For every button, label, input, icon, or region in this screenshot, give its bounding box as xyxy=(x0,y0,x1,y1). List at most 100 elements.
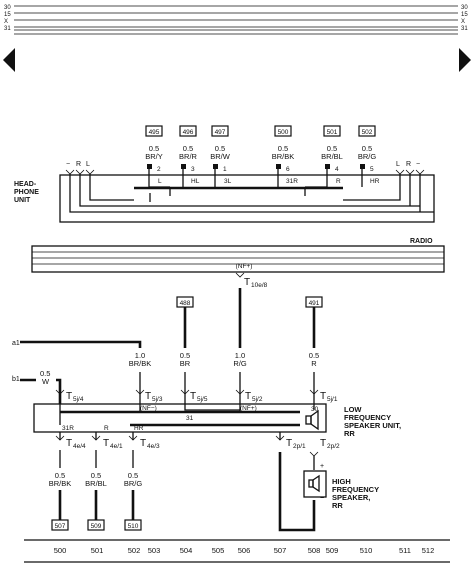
wire-color: BR/BL xyxy=(321,152,343,161)
headphone-pins xyxy=(147,164,365,169)
bus-label-r-31: 31 xyxy=(461,26,468,32)
wire-size: 0.5 xyxy=(215,144,225,153)
jack-pin-label: L xyxy=(86,161,90,168)
ref-497: 497 xyxy=(215,129,226,136)
headphone-unit-label: HEAD- xyxy=(14,181,37,188)
connector-main: T xyxy=(145,391,151,402)
wire-color: BR/R xyxy=(179,152,198,161)
wire-color: BR/BK xyxy=(272,152,295,161)
speaker-icon xyxy=(305,409,319,431)
radio-connector-nf-label: (NF+) xyxy=(236,263,253,270)
ref-507: 507 xyxy=(55,523,66,530)
connector-sub: 10e/8 xyxy=(251,282,268,289)
unit-label: RR xyxy=(332,501,343,510)
connector-sub: 5j/3 xyxy=(152,396,163,403)
polarity-plus: + xyxy=(320,463,324,470)
wire-color: W xyxy=(42,377,50,386)
wire-size: 1.0 xyxy=(135,351,145,360)
pin-number: 4 xyxy=(335,166,339,173)
footer-number: 507 xyxy=(274,546,287,555)
side-label-b1: b1 xyxy=(12,376,20,383)
connector-sub: 4e/1 xyxy=(110,443,123,450)
bus-label-l-x: X xyxy=(4,19,8,25)
pin-number: 3 xyxy=(191,166,195,173)
connector-sub: 4e/3 xyxy=(147,443,160,450)
signal-label: 3L xyxy=(224,178,232,185)
connector-sub: 2p/1 xyxy=(293,443,306,450)
headphone-unit-label: PHONE xyxy=(14,189,39,196)
bus-label-r-x: X xyxy=(461,19,465,25)
bus-label-l-31: 31 xyxy=(4,26,11,32)
headphone-unit-box xyxy=(59,174,435,223)
wire-size: 0.5 xyxy=(309,351,319,360)
wire-color: BR/BK xyxy=(49,479,72,488)
mid-wiring: a1 1.0 BR/BK 488 0.5 BR 1.0 R/G 491 0.5 … xyxy=(12,288,323,404)
bottom-connectors: T 4e/4 T 4e/1 T 4e/3 xyxy=(55,435,160,450)
footer-number: 505 xyxy=(212,546,225,555)
ref-496: 496 xyxy=(183,129,194,136)
footer-number: 510 xyxy=(360,546,373,555)
bus-label-r-30: 30 xyxy=(461,5,468,11)
wire-color: BR/G xyxy=(124,479,143,488)
internal-label: (NF−) xyxy=(140,405,157,412)
radio-label: RADIO xyxy=(410,238,433,245)
wire-size: 0.5 xyxy=(327,144,337,153)
unit-label: SPEAKER, xyxy=(332,493,370,502)
wire-color: BR/Y xyxy=(145,152,163,161)
wire-color: R/G xyxy=(233,359,247,368)
side-label-a1: a1 xyxy=(12,340,20,347)
internal-label: 31 xyxy=(186,415,194,422)
wire-size: 0.5 xyxy=(278,144,288,153)
footer-number: 504 xyxy=(180,546,193,555)
footer-number: 508 xyxy=(308,546,321,555)
wire-size: 0.5 xyxy=(183,144,193,153)
pin-number: 5 xyxy=(370,166,374,173)
wire-color: BR/BK xyxy=(129,359,152,368)
ref-495: 495 xyxy=(149,129,160,136)
connector-sub: 5j/5 xyxy=(197,396,208,403)
jack-pin-label: R xyxy=(76,161,81,168)
unit-label: RR xyxy=(344,429,355,438)
signal-label: HR xyxy=(370,178,380,185)
headphone-wire-refs: 495 496 497 500 501 502 xyxy=(145,125,376,137)
triangle-left-icon[interactable] xyxy=(3,48,15,72)
connector-sub: 5j/2 xyxy=(252,396,263,403)
wire-color: R xyxy=(311,359,317,368)
ref-500: 500 xyxy=(278,129,289,136)
wire-size: 0.5 xyxy=(55,471,65,480)
wire-size: 0.5 xyxy=(362,144,372,153)
connector-sub: 5j/4 xyxy=(73,396,84,403)
unit-label: LOW xyxy=(344,405,362,414)
ref-501: 501 xyxy=(327,129,338,136)
internal-label: HR xyxy=(134,425,144,432)
triangle-right-icon[interactable] xyxy=(459,48,471,72)
wire-color: BR xyxy=(180,359,191,368)
ref-510: 510 xyxy=(128,523,139,530)
wire-size: 0.5 xyxy=(128,471,138,480)
low-frequency-speaker-unit: LOW FREQUENCY SPEAKER UNIT, RR (NF−) 31 … xyxy=(33,403,401,440)
pin-number: 2 xyxy=(157,166,161,173)
internal-label: (NF+) xyxy=(240,405,257,412)
ref-491: 491 xyxy=(309,300,320,307)
footer-number: 503 xyxy=(148,546,161,555)
wire-size: 0.5 xyxy=(149,144,159,153)
connector-main: T xyxy=(245,391,251,402)
connector-main: T xyxy=(103,438,109,449)
radio-connector: T 10e/8 xyxy=(235,272,268,289)
headphone-section: 495 496 497 500 501 502 0.5 BR/Y 0.5 BR/… xyxy=(14,125,435,223)
signal-label: HL xyxy=(191,178,200,185)
connector-main: T xyxy=(320,391,326,402)
connector-main: T xyxy=(140,438,146,449)
footer-number: 500 xyxy=(54,546,67,555)
connector-sub: 5j/1 xyxy=(327,396,338,403)
footer-number: 512 xyxy=(422,546,435,555)
high-frequency-speaker: + − HIGH FREQUENCY SPEAKER, RR xyxy=(278,452,379,532)
wire-size: 0.5 xyxy=(40,369,50,378)
signal-label: L xyxy=(158,178,162,185)
speaker-connectors: T 2p/1 T 2p/2 xyxy=(275,435,340,457)
wire-size: 0.5 xyxy=(180,351,190,360)
wire-color: BR/BL xyxy=(85,479,107,488)
connector-main: T xyxy=(190,391,196,402)
connector-sub: 2p/2 xyxy=(327,443,340,450)
